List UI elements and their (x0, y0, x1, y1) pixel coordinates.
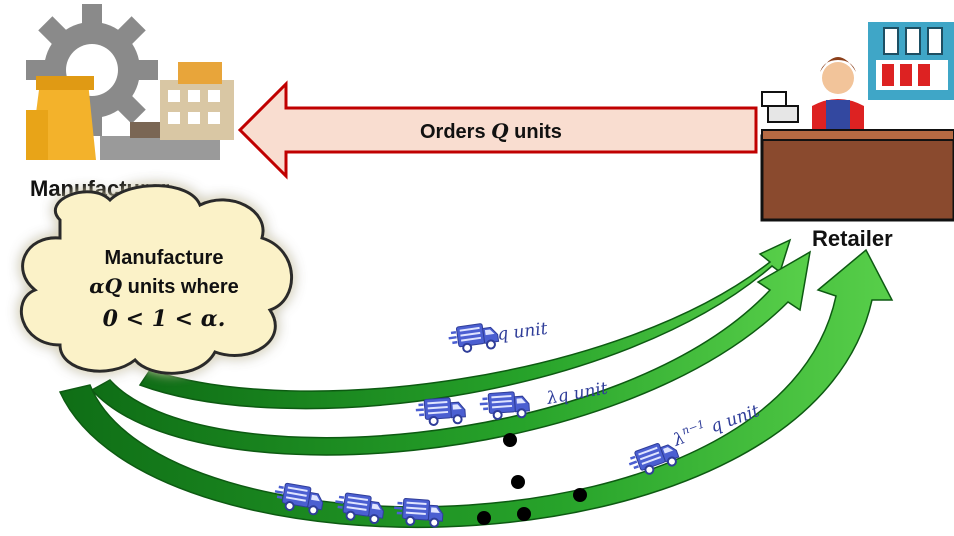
shipment-arrows (58, 238, 894, 528)
shipment-arrow-2 (90, 250, 812, 456)
shipment-label-1: q unit (496, 319, 549, 345)
ellipsis-dots (477, 433, 587, 525)
order-arrow: Orders Q units (237, 80, 758, 180)
order-text: Orders Q units (420, 119, 562, 143)
cloud-line-3: 0 < 1 < α. (103, 306, 226, 332)
cloud-line-1: Manufacture (105, 247, 224, 269)
cloud-line-2: αQ units where (89, 274, 239, 298)
manufacture-cloud (19, 184, 293, 375)
shipment-arrow-3 (58, 248, 894, 528)
factory-icon (26, 4, 234, 160)
truck-icon (446, 320, 501, 356)
truck-icon (477, 389, 532, 422)
retailer-icon (760, 22, 954, 222)
retailer-label: Retailer (812, 226, 893, 251)
